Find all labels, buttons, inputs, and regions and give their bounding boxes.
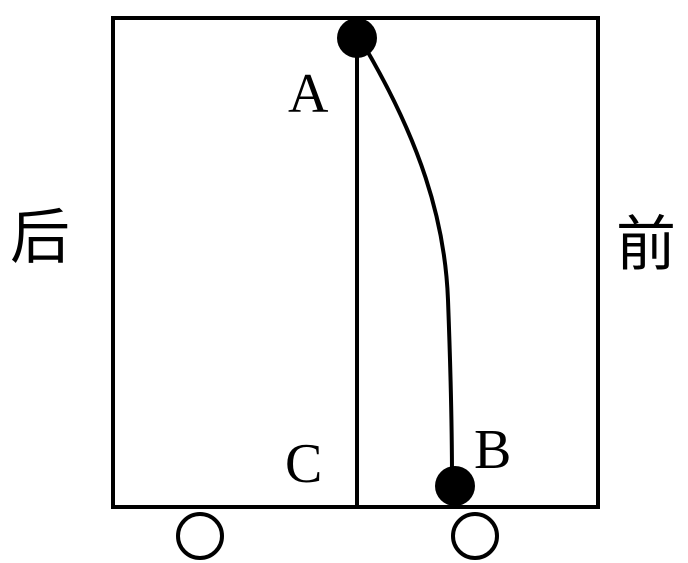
label-b: B bbox=[474, 419, 511, 481]
wheel-front bbox=[451, 512, 499, 560]
label-c: C bbox=[285, 433, 322, 495]
trajectory-curve-ab bbox=[360, 40, 454, 481]
label-front: 前 bbox=[616, 210, 676, 280]
wheel-back bbox=[176, 512, 224, 560]
label-back: 后 bbox=[10, 203, 70, 273]
ball-b bbox=[435, 466, 475, 506]
label-a: A bbox=[288, 63, 329, 125]
ball-a bbox=[337, 18, 377, 58]
